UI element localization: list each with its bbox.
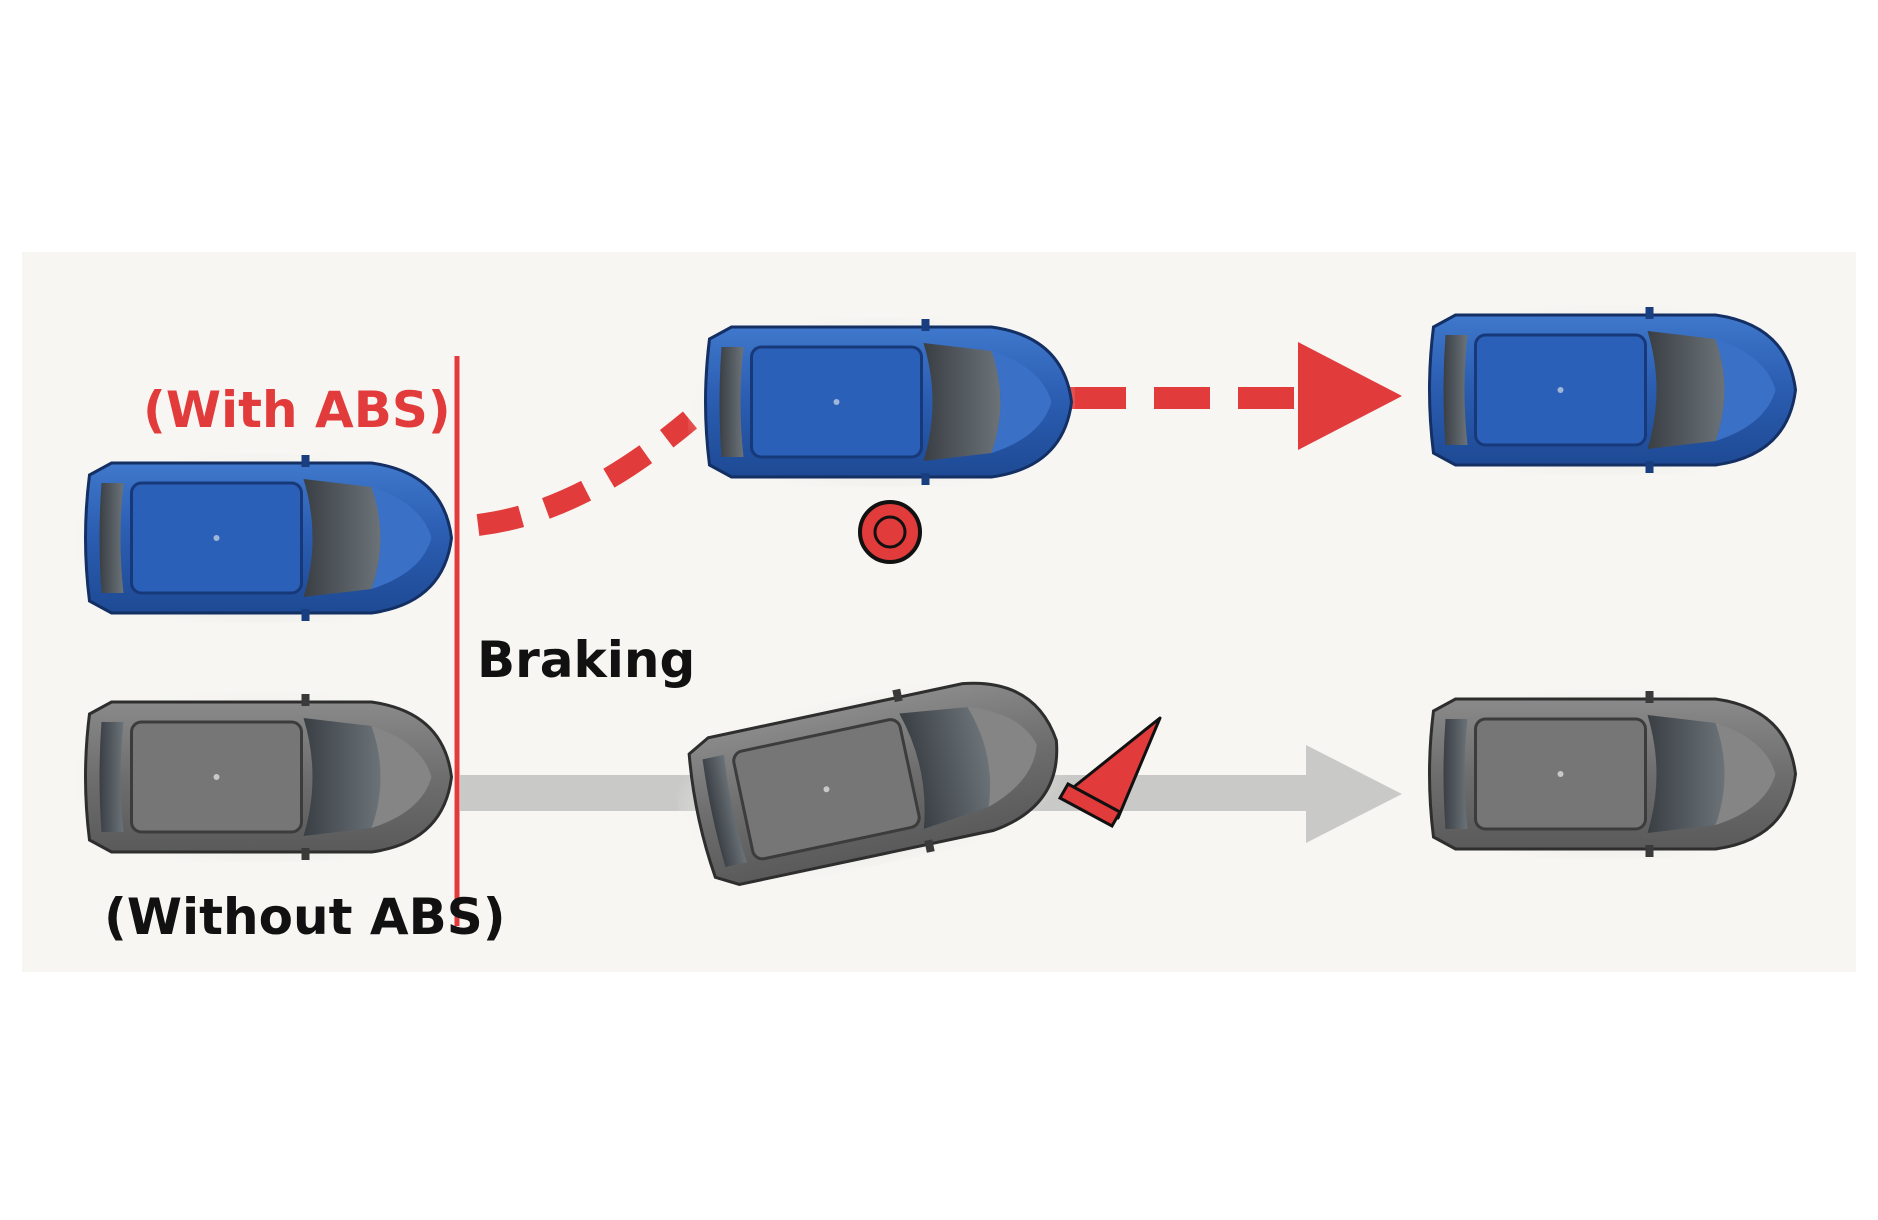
car-with-abs-avoiding	[688, 317, 1075, 487]
braking-label: Braking	[477, 631, 696, 689]
target-circle-icon	[858, 500, 922, 564]
without-abs-label: (Without ABS)	[104, 888, 506, 946]
car-with-abs-start	[68, 453, 455, 623]
path-with-abs	[476, 342, 1402, 536]
traffic-cone-icon	[1057, 716, 1162, 829]
car-with-abs-end	[1412, 305, 1799, 475]
car-without-abs-start	[68, 692, 455, 862]
with-abs-label: (With ABS)	[143, 381, 451, 439]
car-without-abs-end	[1412, 689, 1799, 859]
